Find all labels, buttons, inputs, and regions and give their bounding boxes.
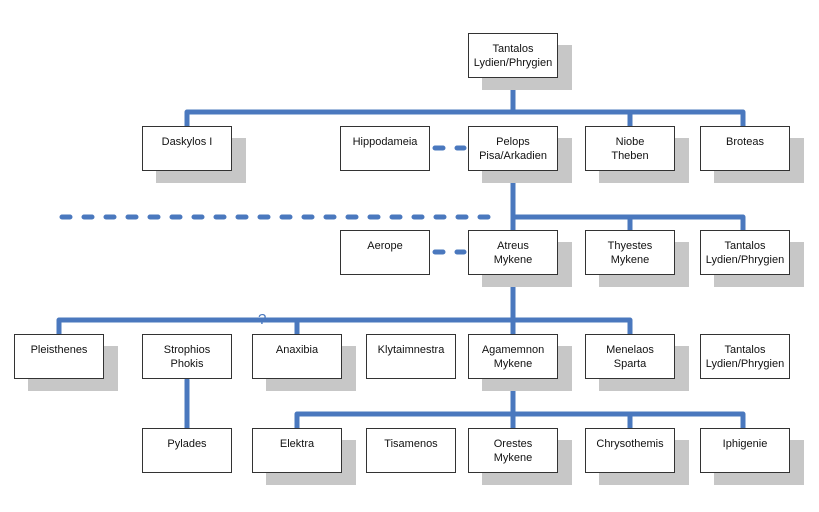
node-name: Iphigenie (722, 438, 768, 450)
node-name: Pelops (496, 136, 530, 148)
node-agamemnon[interactable]: Agamemnon Mykene (468, 334, 558, 379)
node-name: Daskylos I (161, 136, 213, 148)
node-name: Agamemnon (481, 344, 545, 356)
node-name: Elektra (279, 438, 315, 450)
node-hippodameia[interactable]: Hippodameia (340, 126, 430, 171)
node-pelops[interactable]: Pelops Pisa/Arkadien (468, 126, 558, 171)
node-name: Strophios (163, 344, 211, 356)
node-name: Pleisthenes (30, 344, 88, 356)
node-place: Mykene (493, 254, 533, 266)
node-anaxibia[interactable]: Anaxibia (252, 334, 342, 379)
node-name: Atreus (497, 240, 529, 252)
node-name: Broteas (726, 136, 764, 148)
node-place: Theben (611, 150, 649, 162)
node-name: Aerope (367, 240, 403, 252)
node-place: Lydien/Phrygien (705, 254, 785, 266)
node-place: Mykene (610, 254, 650, 266)
node-aerope[interactable]: Aerope (340, 230, 430, 275)
node-place: Phokis (170, 358, 204, 370)
node-klytaimnestra[interactable]: Klytaimnestra (366, 334, 456, 379)
node-broteas[interactable]: Broteas (700, 126, 790, 171)
node-place: Lydien/Phrygien (705, 358, 785, 370)
node-strophios[interactable]: Strophios Phokis (142, 334, 232, 379)
node-pylades[interactable]: Pylades (142, 428, 232, 473)
node-tisamenos[interactable]: Tisamenos (366, 428, 456, 473)
node-place: Mykene (493, 358, 533, 370)
node-name: Niobe (615, 136, 645, 148)
node-atreus[interactable]: Atreus Mykene (468, 230, 558, 275)
node-name: Tantalos (492, 43, 534, 55)
node-menelaos[interactable]: Menelaos Sparta (585, 334, 675, 379)
node-orestes[interactable]: Orestes Mykene (468, 428, 558, 473)
node-place: Sparta (613, 358, 647, 370)
node-niobe[interactable]: Niobe Theben (585, 126, 675, 171)
connector-tantalos-children (184, 75, 746, 129)
node-name: Anaxibia (275, 344, 319, 356)
node-thyestes[interactable]: Thyestes Mykene (585, 230, 675, 275)
connector-agamemnon-children (294, 377, 746, 431)
node-name: Chrysothemis (596, 438, 664, 450)
node-tantalos-top[interactable]: Tantalos Lydien/Phrygien (468, 33, 558, 78)
node-name: Tisamenos (384, 438, 438, 450)
node-place: Mykene (493, 452, 533, 464)
node-name: Klytaimnestra (377, 344, 445, 356)
node-place: Lydien/Phrygien (473, 57, 553, 69)
connector-pelops-children (510, 169, 746, 233)
node-elektra[interactable]: Elektra (252, 428, 342, 473)
node-name: Orestes (493, 438, 533, 450)
node-tantalos-low[interactable]: Tantalos Lydien/Phrygien (700, 334, 790, 379)
node-daskylos[interactable]: Daskylos I (142, 126, 232, 171)
node-name: Thyestes (607, 240, 653, 252)
connector-atreus-children (56, 273, 633, 337)
node-tantalos-mid[interactable]: Tantalos Lydien/Phrygien (700, 230, 790, 275)
node-iphigenie[interactable]: Iphigenie (700, 428, 790, 473)
uncertain-relation-marker: ? (258, 311, 267, 328)
node-place: Pisa/Arkadien (479, 150, 547, 162)
node-name: Pylades (167, 438, 207, 450)
node-name: Tantalos (724, 240, 766, 252)
node-pleisthenes[interactable]: Pleisthenes (14, 334, 104, 379)
node-name: Menelaos (606, 344, 654, 356)
node-name: Hippodameia (352, 136, 418, 148)
node-name: Tantalos (724, 344, 766, 356)
node-chrysothemis[interactable]: Chrysothemis (585, 428, 675, 473)
